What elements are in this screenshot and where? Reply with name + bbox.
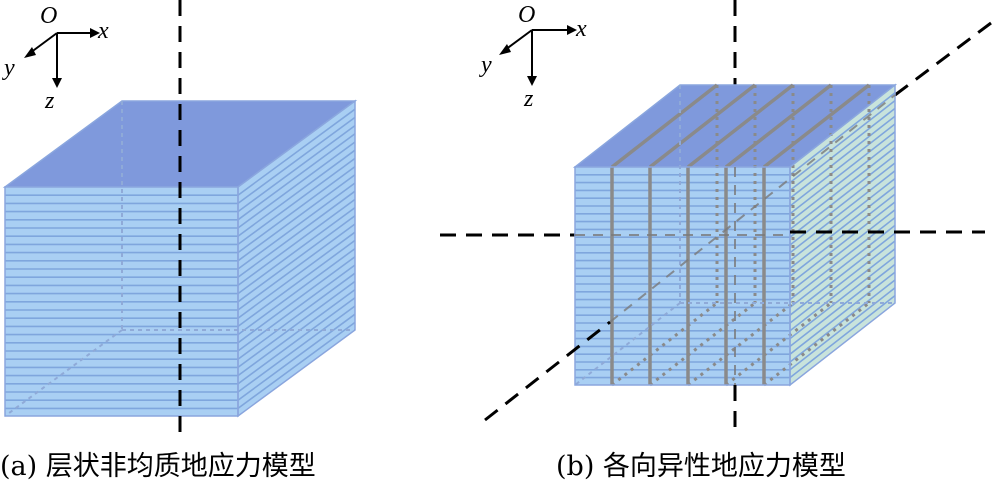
hidden-edges <box>4 101 355 417</box>
layer-stripes-front <box>5 194 238 410</box>
x-axis-label: x <box>97 18 109 44</box>
axis-triad-b: O x y z <box>479 2 587 112</box>
panel-b: O x y z <box>440 0 996 436</box>
layer-stripes-side <box>790 92 895 379</box>
origin-label: O <box>518 2 535 28</box>
x-arrow-icon <box>567 25 577 35</box>
x-arrow-icon <box>90 28 100 38</box>
y-axis-label: y <box>479 52 492 78</box>
fracture-planes <box>610 83 871 387</box>
caption-panel-a: (a) 层状非均质地应力模型 <box>0 451 316 482</box>
anisotropic-cube <box>572 83 898 387</box>
z-arrow-icon <box>52 78 62 88</box>
dash-axes-b-front <box>484 230 985 436</box>
z-axis-label: z <box>44 88 55 114</box>
z-arrow-icon <box>527 76 537 86</box>
layer-stripes-side <box>238 108 355 410</box>
y-arrow-icon <box>499 44 511 55</box>
panel-a: O x y z <box>2 0 358 436</box>
z-axis-label: z <box>523 86 534 112</box>
caption-panel-b: (b) 各向异性地应力模型 <box>556 451 846 482</box>
y-arrow-icon <box>24 47 36 58</box>
x-axis-label: x <box>575 16 587 42</box>
dash-axes-b-inside <box>575 94 896 385</box>
hidden-edges <box>574 85 895 386</box>
y-axis-label: y <box>2 55 15 81</box>
axis-triad-a: O x y z <box>2 3 109 114</box>
origin-label: O <box>40 3 57 29</box>
